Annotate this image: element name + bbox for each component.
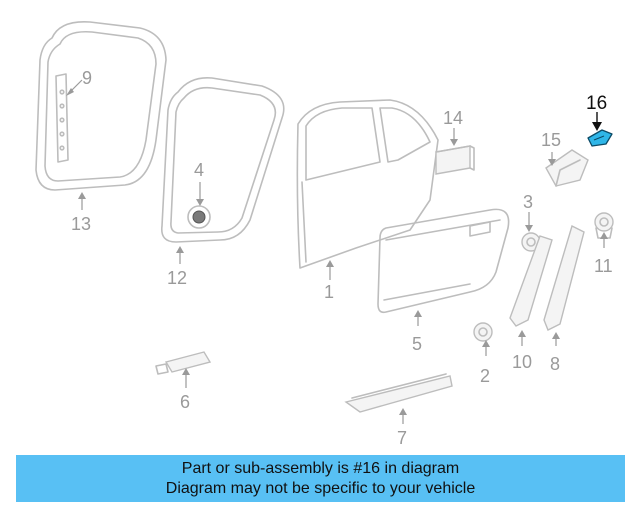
callout-9: 9 — [82, 68, 92, 88]
callout-3: 3 — [523, 192, 533, 212]
part-6-sealant — [155, 351, 212, 375]
callout-10: 10 — [512, 352, 532, 372]
callout-5: 5 — [412, 334, 422, 354]
callout-14: 14 — [443, 108, 463, 128]
part-9-bracket — [55, 73, 69, 163]
part-14-pad — [435, 145, 475, 175]
callout-1: 1 — [324, 282, 334, 302]
callout-6: 6 — [180, 392, 190, 412]
part-4-grommet — [187, 205, 211, 229]
callouts: 9 13 4 12 1 14 5 3 15 16 — [66, 68, 613, 448]
part-12-weatherstrip — [160, 76, 285, 243]
banner-line-1: Part or sub-assembly is #16 in diagram — [181, 459, 460, 477]
part-2-clip — [473, 322, 493, 342]
part-1-door-shell — [296, 99, 439, 269]
info-banner: Part or sub-assembly is #16 in diagram D… — [16, 455, 625, 502]
callout-2: 2 — [480, 366, 490, 386]
callout-15: 15 — [541, 130, 561, 150]
callout-4: 4 — [194, 160, 204, 180]
part-15-bracket — [545, 149, 589, 187]
part-7-sill-garnish — [344, 373, 453, 413]
banner-line-2: Diagram may not be specific to your vehi… — [165, 479, 476, 497]
callout-13: 13 — [71, 214, 91, 234]
part-13-weatherstrip — [35, 21, 167, 191]
part-5-door-moulding — [377, 208, 510, 314]
callout-16: 16 — [586, 93, 607, 114]
part-10-garnish — [509, 235, 553, 327]
callout-11: 11 — [594, 256, 613, 276]
part-3-clip — [521, 232, 541, 252]
parts-diagram: 9 13 4 12 1 14 5 3 15 16 — [35, 21, 614, 448]
callout-12: 12 — [167, 268, 187, 288]
part-16-clip[interactable] — [587, 129, 613, 147]
callout-7: 7 — [397, 428, 407, 448]
part-8-garnish — [543, 225, 585, 331]
callout-8: 8 — [550, 354, 560, 374]
